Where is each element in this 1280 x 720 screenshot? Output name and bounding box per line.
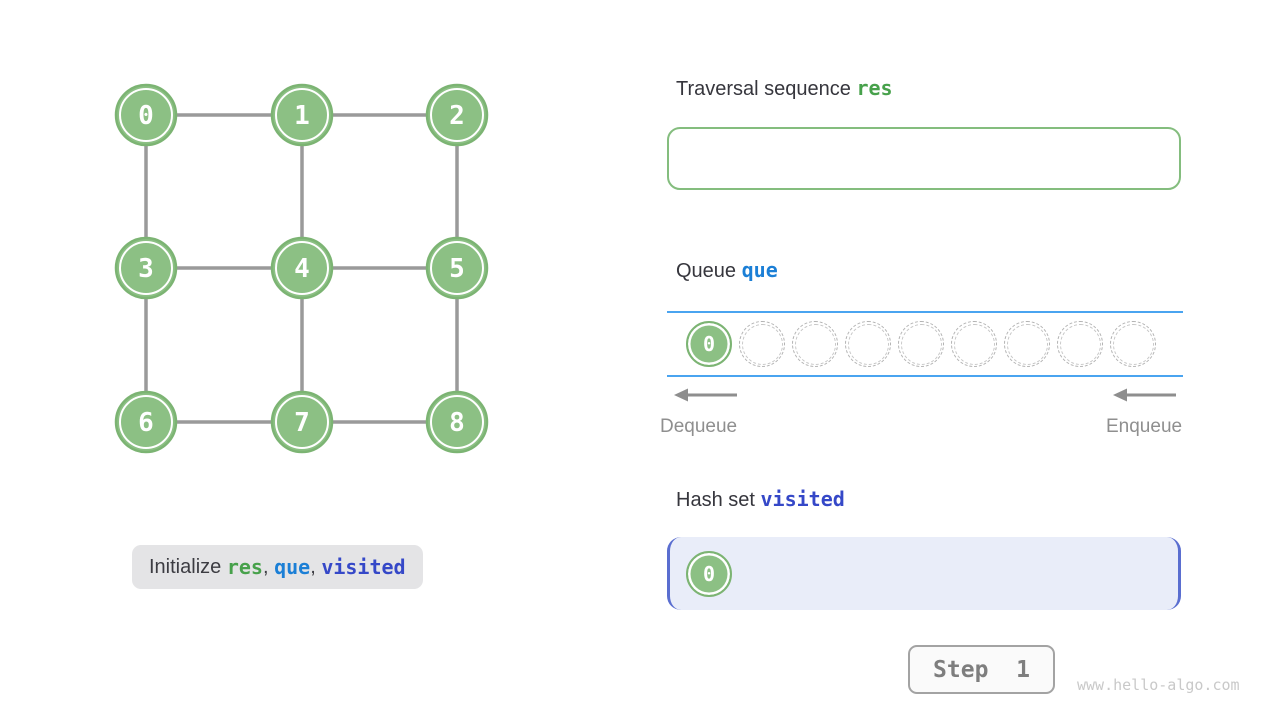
graph-node-label: 3 [138,254,154,284]
queue-panel-title: Queue que [676,258,778,283]
res-container [667,127,1181,190]
status-caption: Initialize res, que, visited [132,545,423,589]
step-button[interactable]: Step 1 [908,645,1055,694]
queue-empty-slot [1057,321,1103,367]
dequeue-arrow-icon [674,388,737,402]
graph-node: 1 [270,83,334,147]
queue-empty-slot [845,321,891,367]
graph-node: 7 [270,390,334,454]
caption-text: Initialize [149,555,227,578]
graph-node-label: 7 [294,408,310,438]
queue-empty-slot [792,321,838,367]
graph-node-label: 2 [449,101,465,131]
graph-node-label: 0 [138,101,154,131]
queue-bottom-line [667,375,1183,377]
graph-node: 8 [425,390,489,454]
caption-code-res: res [226,555,263,579]
queue-empty-slot [951,321,997,367]
graph-node: 3 [114,236,178,300]
graph-node-label: 1 [294,101,310,131]
queue-title-text: Queue [676,260,737,282]
res-panel-title: Traversal sequence res [676,76,893,101]
res-title-text: Traversal sequence [676,78,851,100]
graph-node-label: 5 [449,254,465,284]
watermark: www.hello-algo.com [1077,676,1240,694]
visited-item: 0 [686,550,732,597]
graph-node: 6 [114,390,178,454]
graph-node-label: 6 [138,408,154,438]
visited-var-name: visited [760,487,845,511]
queue-empty-slot [1110,321,1156,367]
visited-container: 0 [667,537,1181,610]
queue-item: 0 [686,321,732,367]
caption-text: , [262,555,275,578]
caption-text: , [310,555,322,578]
graph-canvas: 0 1 2 3 4 5 6 7 8 [114,83,489,454]
queue-top-line [667,311,1183,313]
caption-code-que: que [274,555,311,579]
res-var-name: res [856,76,893,100]
queue-empty-slot [898,321,944,367]
graph-node-label: 8 [449,408,465,438]
graph-node: 2 [425,83,489,147]
queue-empty-slot [739,321,785,367]
enqueue-label: Enqueue [1106,416,1183,437]
dequeue-label: Dequeue [660,416,738,437]
graph-node: 0 [114,83,178,147]
graph-node-label: 4 [294,254,310,284]
queue-var-name: que [741,258,778,282]
queue-slots: 0 [667,321,1183,367]
queue-empty-slot [1004,321,1050,367]
enqueue-arrow-icon [1113,388,1176,402]
visited-title-text: Hash set [676,489,755,511]
graph-node: 4 [270,236,334,300]
graph-node: 5 [425,236,489,300]
caption-code-visited: visited [321,555,406,579]
visited-panel-title: Hash set visited [676,487,845,512]
